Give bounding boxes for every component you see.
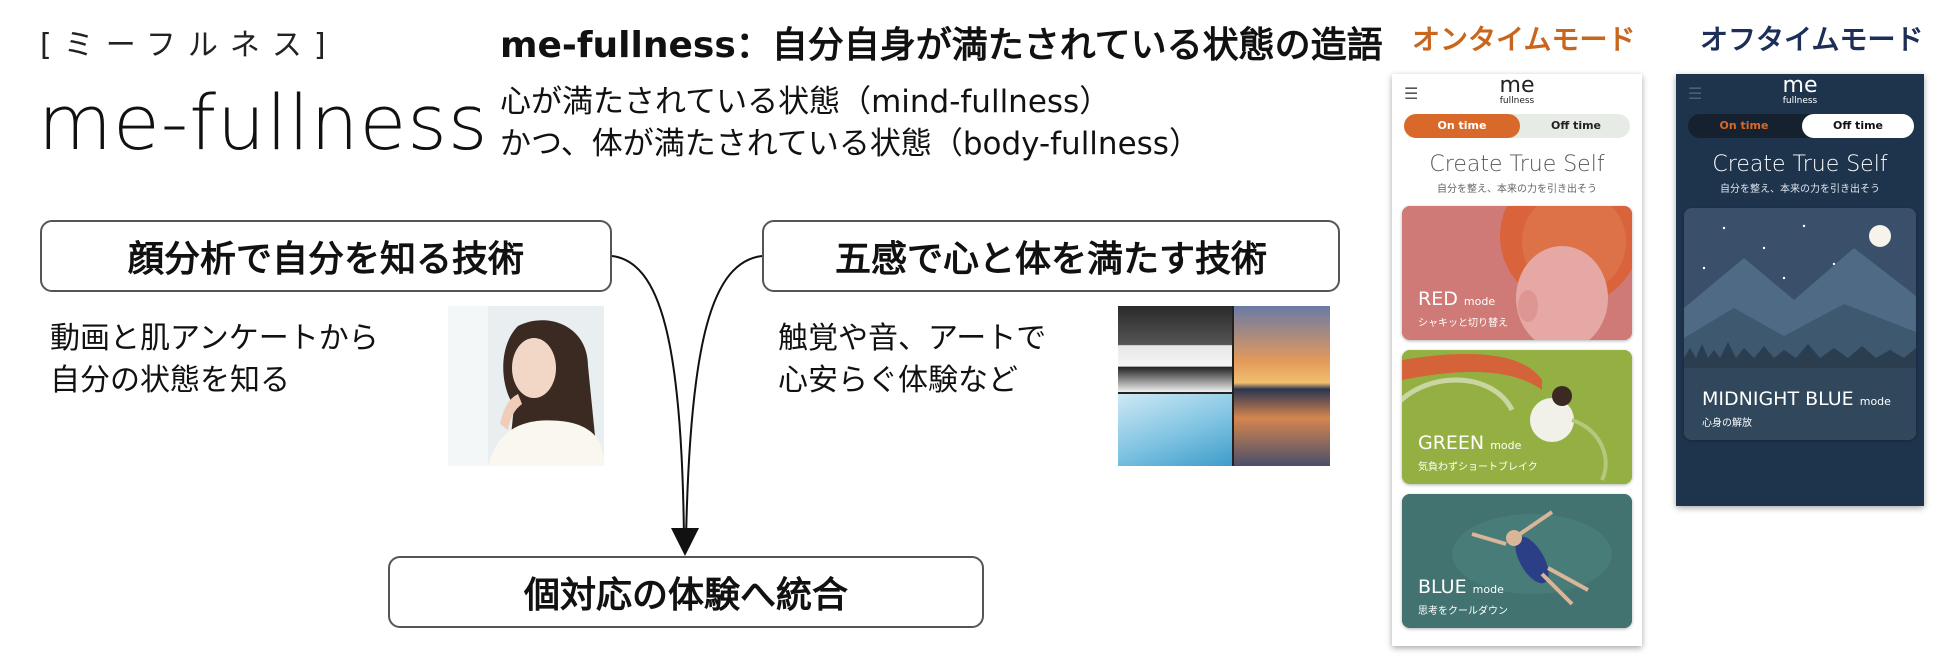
water-touch-photo: [1118, 394, 1232, 466]
app-tagline-off: 自分を整え、本来の力を引き出そう: [1720, 184, 1880, 195]
app-title-off: Create True Self: [1712, 152, 1888, 177]
red-mode-suffix: mode: [1463, 295, 1496, 308]
app-logo-sub-off: fullness: [1782, 96, 1818, 106]
integration-box: 個対応の体験へ統合: [388, 556, 984, 628]
hamburger-menu-icon-off[interactable]: ☰: [1688, 84, 1703, 103]
face-desc-line1: 動画と肌アンケートから: [50, 321, 379, 356]
subtitle-body: かつ、体が満たされている状態（body-fullness）: [500, 126, 1200, 162]
midnight-blue-mode-suffix: mode: [1859, 395, 1891, 408]
logo-reading: [ミーフルネス]: [40, 28, 338, 63]
senses-photo-collage: [1118, 306, 1330, 466]
headline-brand: me-fullness: [500, 25, 736, 66]
midnight-blue-mode-name: MIDNIGHT BLUE mode: [1702, 388, 1891, 410]
on-time-mode-heading: オンタイムモード: [1412, 23, 1636, 56]
logo-wordmark: me-fullness: [38, 78, 489, 167]
connector-right: [685, 255, 763, 541]
red-mode-desc: シャキッと切り替え: [1418, 318, 1508, 329]
off-time-mode-heading: オフタイムモード: [1700, 23, 1924, 56]
headline-colon: ：: [735, 25, 772, 66]
midnight-blue-mode-desc: 心身の解放: [1702, 418, 1752, 429]
face-analysis-title: 顔分析で自分を知る技術: [127, 239, 524, 280]
app-logo-sub: fullness: [1499, 96, 1535, 106]
toggle-on-time-off[interactable]: On time: [1719, 119, 1769, 132]
senses-desc-line2: 心安らぐ体験など: [778, 363, 1018, 398]
midnight-blue-mode-label: MIDNIGHT BLUE: [1702, 388, 1854, 410]
red-mode-label: RED: [1418, 288, 1458, 310]
arrow-head: [671, 528, 699, 556]
toggle-off-time[interactable]: Off time: [1550, 119, 1602, 132]
toggle-on-time[interactable]: On time: [1404, 114, 1520, 138]
red-mode-card[interactable]: RED mode シャキッと切り替え: [1402, 206, 1632, 340]
red-mode-name: RED mode: [1418, 288, 1495, 310]
headline: me-fullness：自分自身が満たされている状態の造語: [500, 16, 1383, 68]
five-senses-desc: 触覚や音、アートで 心安らぐ体験など: [778, 318, 1046, 402]
app-logo-main: me: [1499, 74, 1535, 98]
blue-mode-name: BLUE mode: [1418, 576, 1504, 598]
green-mode-suffix: mode: [1490, 439, 1522, 452]
piano-photo: [1118, 306, 1232, 392]
face-desc-line2: 自分の状態を知る: [50, 363, 290, 398]
face-analysis-desc: 動画と肌アンケートから 自分の状態を知る: [50, 318, 379, 402]
hamburger-menu-icon[interactable]: ☰: [1404, 84, 1419, 103]
app-logo-main-off: me: [1782, 74, 1818, 98]
connector-left: [611, 255, 685, 541]
headline-definition: 自分自身が満たされている状態の造語: [771, 25, 1383, 66]
blue-mode-card[interactable]: BLUE mode 思考をクールダウン: [1402, 494, 1632, 628]
subtitle-mind: 心が満たされている状態（mind-fullness）: [500, 84, 1111, 120]
sunset-photo: [1234, 306, 1330, 466]
face-analysis-box: 顔分析で自分を知る技術: [40, 220, 612, 292]
green-mode-label: GREEN: [1418, 432, 1485, 454]
app-tagline: 自分を整え、本来の力を引き出そう: [1437, 184, 1597, 195]
blue-mode-suffix: mode: [1472, 583, 1504, 596]
green-mode-card[interactable]: GREEN mode 気負わずショートブレイク: [1402, 350, 1632, 484]
five-senses-box: 五感で心と体を満たす技術: [762, 220, 1340, 292]
senses-desc-line1: 触覚や音、アートで: [778, 321, 1047, 356]
blue-mode-label: BLUE: [1418, 576, 1467, 598]
woman-photo: [448, 306, 604, 466]
time-mode-toggle-off[interactable]: On time Off time: [1688, 114, 1914, 138]
integration-title: 個対応の体験へ統合: [523, 575, 848, 616]
five-senses-title: 五感で心と体を満たす技術: [834, 239, 1267, 280]
toggle-off-time-active[interactable]: Off time: [1802, 114, 1914, 138]
blue-mode-desc: 思考をクールダウン: [1418, 606, 1508, 617]
time-mode-toggle[interactable]: On time Off time: [1404, 114, 1630, 138]
green-mode-desc: 気負わずショートブレイク: [1418, 462, 1538, 473]
midnight-blue-mode-card[interactable]: MIDNIGHT BLUE mode 心身の解放: [1684, 208, 1916, 440]
app-title: Create True Self: [1429, 152, 1605, 177]
green-mode-name: GREEN mode: [1418, 432, 1521, 454]
